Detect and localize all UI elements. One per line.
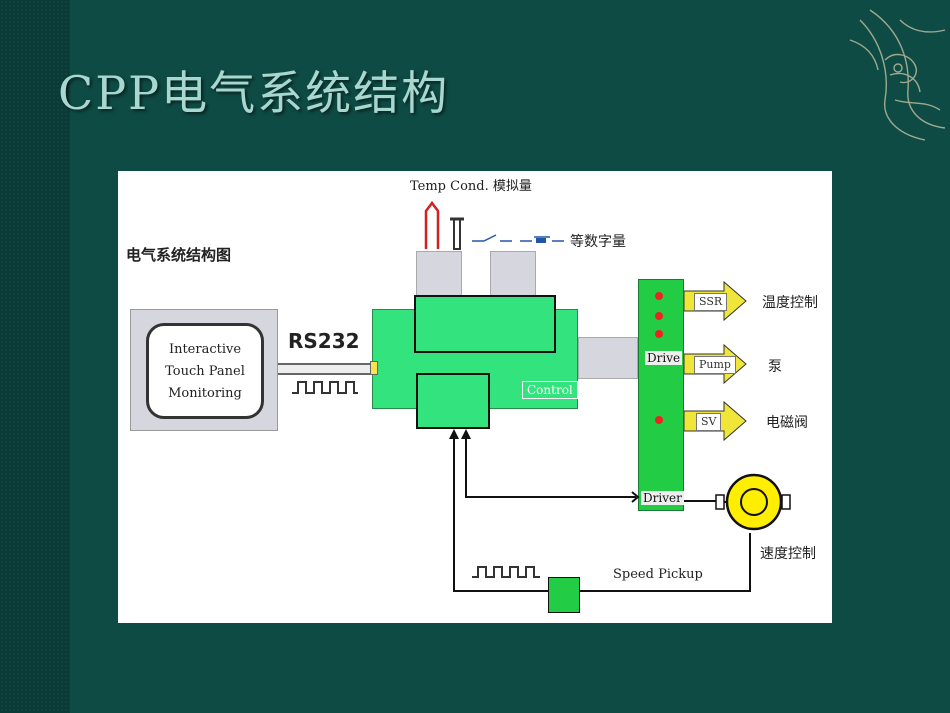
- cpu-module: [416, 373, 490, 429]
- ssr-tag: SSR: [694, 293, 728, 311]
- signal-lines: [449, 429, 751, 592]
- driver-label: Driver: [641, 491, 684, 505]
- pulse-waveform-icon: [292, 381, 358, 394]
- sv-desc: 电磁阀: [766, 415, 808, 431]
- sensor-group: [424, 200, 564, 250]
- touch-panel-screen: Interactive Touch Panel Monitoring: [146, 323, 264, 419]
- driver-strip: [638, 279, 684, 511]
- led-indicator: [655, 292, 663, 300]
- left-stripe: [0, 0, 70, 713]
- led-indicator: [655, 416, 663, 424]
- rs232-label: RS232: [288, 329, 360, 353]
- pump-desc: 泵: [768, 359, 782, 375]
- phoenix-ornament-icon: [849, 9, 946, 141]
- led-indicator: [655, 312, 663, 320]
- analog-connector: [416, 251, 462, 297]
- control-label: Control: [522, 381, 578, 399]
- speed-pickup-label: Speed Pickup: [613, 567, 703, 582]
- ssr-desc: 温度控制: [762, 295, 818, 311]
- motor-desc: 速度控制: [760, 546, 816, 562]
- input-module: [414, 295, 556, 353]
- drive-label: Drive: [645, 351, 683, 365]
- panel-line-2: Touch Panel: [165, 364, 245, 379]
- temp-cond-label: Temp Cond. 模拟量: [410, 179, 532, 194]
- led-indicator: [655, 330, 663, 338]
- system-diagram: 电气系统结构图 Temp Cond. 模拟量 等数字量 Interactive …: [118, 171, 832, 623]
- motor-icon: [715, 473, 791, 531]
- rs232-cable: [278, 363, 378, 375]
- thermocouple-icon: [424, 200, 440, 249]
- panel-line-3: Monitoring: [168, 386, 242, 401]
- digital-label: 等数字量: [570, 234, 626, 250]
- slide-title: CPP电气系统结构: [58, 66, 450, 120]
- rs232-port: [370, 361, 378, 375]
- driver-connector: [578, 337, 638, 379]
- digital-connector: [490, 251, 536, 297]
- diagram-heading: 电气系统结构图: [126, 246, 232, 264]
- speed-pickup-module: [548, 577, 580, 613]
- pump-tag: Pump: [694, 356, 736, 374]
- panel-line-1: Interactive: [168, 342, 242, 357]
- sv-tag: SV: [696, 413, 722, 431]
